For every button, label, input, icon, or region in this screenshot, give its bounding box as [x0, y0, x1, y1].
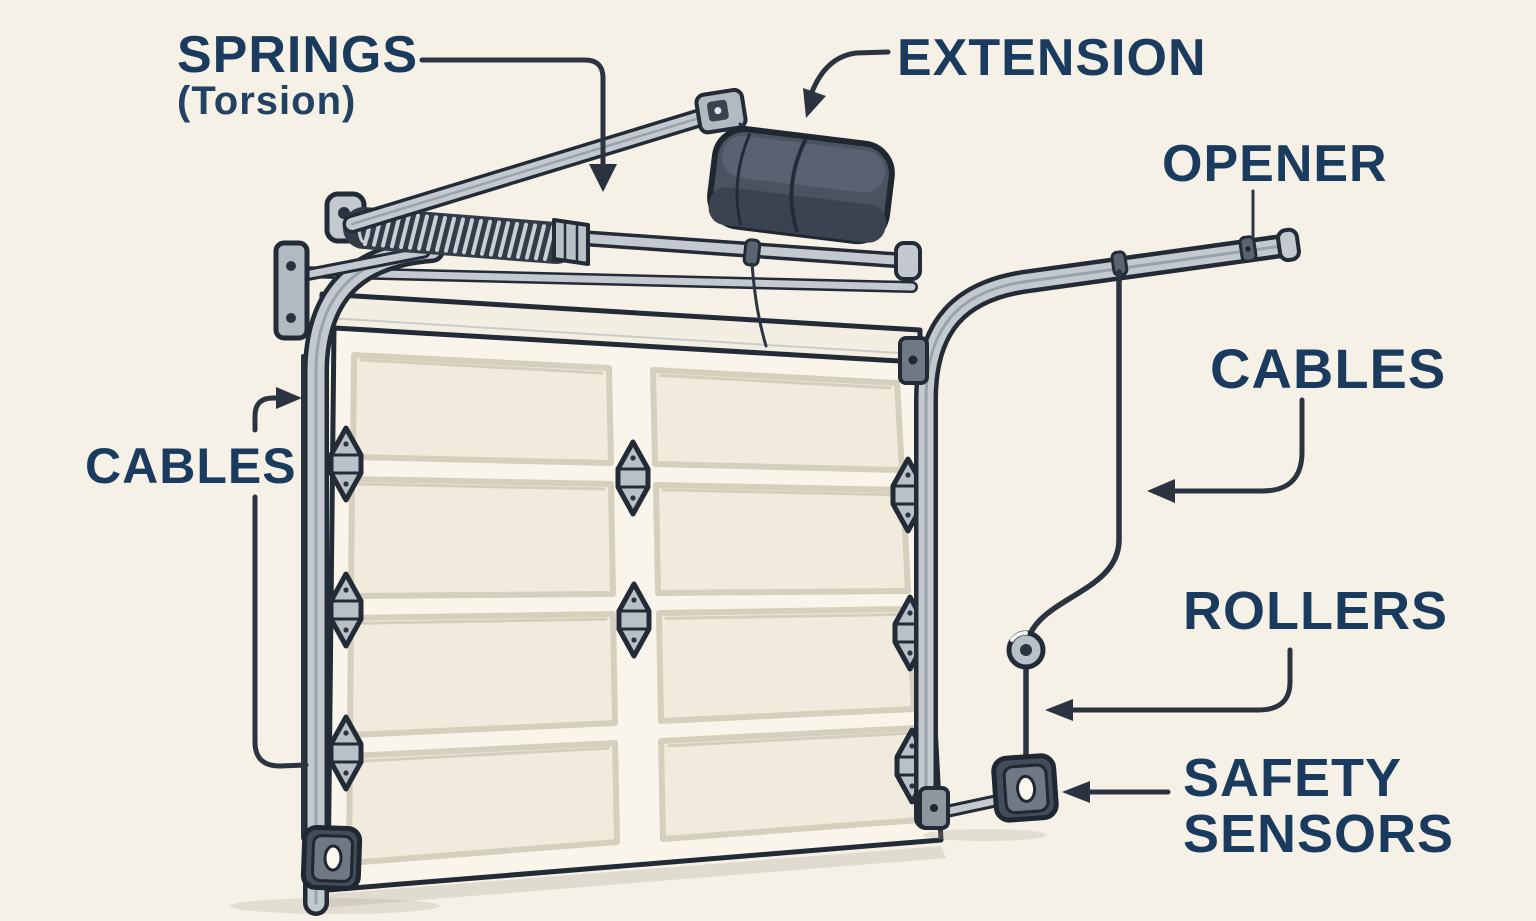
spring-coil [498, 221, 510, 258]
springs-sublabel: (Torsion) [177, 79, 356, 123]
springs-arrowhead-icon [589, 164, 617, 192]
cables-right-arrowhead-icon [1147, 479, 1175, 503]
right-track [898, 227, 1301, 830]
door-panel [653, 482, 911, 596]
support-tube [292, 266, 918, 293]
spring-coil [408, 213, 420, 250]
spring-coil [480, 219, 492, 256]
safety-sensors-arrowhead-icon [1062, 781, 1090, 803]
opener-label: OPENER [1162, 135, 1388, 193]
door-hinge [616, 581, 652, 659]
door-hinge [328, 571, 364, 649]
opener-rail [342, 87, 768, 234]
door-panel [656, 606, 917, 724]
door-panel [650, 367, 905, 473]
spring-coil [543, 225, 555, 261]
springs-label: SPRINGS [177, 26, 418, 84]
spring-coil [525, 223, 537, 260]
safety-sensors-label-line1: SAFETY [1183, 748, 1402, 808]
annotations: SPRINGS (Torsion) EXTENSION OPENER CABLE… [85, 26, 1454, 864]
cables-right-label: CABLES [1210, 337, 1446, 400]
rollers-leader-line [1069, 647, 1293, 713]
cables-left-upper-leader-line [252, 395, 279, 433]
panel-bevel-shadow [358, 482, 606, 491]
spring-coil [462, 218, 474, 255]
roller [1006, 630, 1046, 670]
spring-coil [507, 222, 519, 258]
spring-coil [417, 214, 429, 251]
torsion-bar-end-cap [894, 241, 922, 281]
panel-bevel-shadow [357, 617, 608, 625]
rail-end-bracket [694, 87, 748, 135]
door-ground-shadow [322, 846, 946, 908]
safety-sensor-left [300, 824, 363, 892]
door-panel [350, 352, 614, 466]
rollers-label: ROLLERS [1183, 581, 1448, 641]
winding-cone [552, 218, 590, 266]
panel-bevel-shadow [664, 612, 903, 620]
trolley-arm [750, 262, 768, 348]
door-hinge [328, 425, 364, 503]
safety-sensors-label-line2: SENSORS [1183, 804, 1454, 864]
panel-bevel-shadow [355, 746, 610, 763]
panel-bevel-shadow [667, 731, 909, 748]
cables-left-arrowhead-icon [276, 387, 302, 409]
spring-coil [426, 215, 438, 252]
spring-coil [516, 222, 528, 259]
door-panel [347, 611, 618, 738]
extension-label: EXTENSION [897, 29, 1207, 87]
left-track-shadow [230, 898, 440, 914]
door-hinge [615, 439, 651, 517]
spring-coil [453, 217, 465, 254]
cables-left-lower-leader-line [252, 494, 309, 769]
panel-bevel-shadow [359, 358, 604, 375]
spring-coil [399, 213, 411, 249]
left-wall-bracket [273, 240, 431, 341]
panel-bevel-shadow [659, 373, 892, 390]
panel-bevel-shadow [661, 488, 897, 497]
rail-collar [1238, 235, 1258, 263]
spring-coil [444, 216, 456, 253]
opener-unit [707, 126, 895, 245]
cables-left-label: CABLES [85, 438, 297, 494]
extension-arrowhead-icon [803, 88, 826, 118]
right-sensor-shadow [923, 829, 1047, 841]
door-panel [348, 476, 616, 599]
extension-leader-line [809, 49, 891, 95]
spring-coil [534, 224, 546, 261]
rollers-arrowhead-icon [1045, 699, 1073, 721]
spring-coil [435, 216, 447, 252]
spring-coil [471, 219, 483, 255]
header-beam-groove [327, 317, 917, 355]
garage-door-illustration [230, 87, 1301, 916]
cables-right-leader-line [1172, 397, 1305, 494]
right-lift-cable [1006, 250, 1129, 763]
door-panels [346, 352, 922, 866]
springs-leader-line [419, 57, 606, 167]
door-hinge [328, 714, 364, 792]
safety-sensor-right [918, 753, 1059, 830]
spring-coil [489, 220, 501, 257]
